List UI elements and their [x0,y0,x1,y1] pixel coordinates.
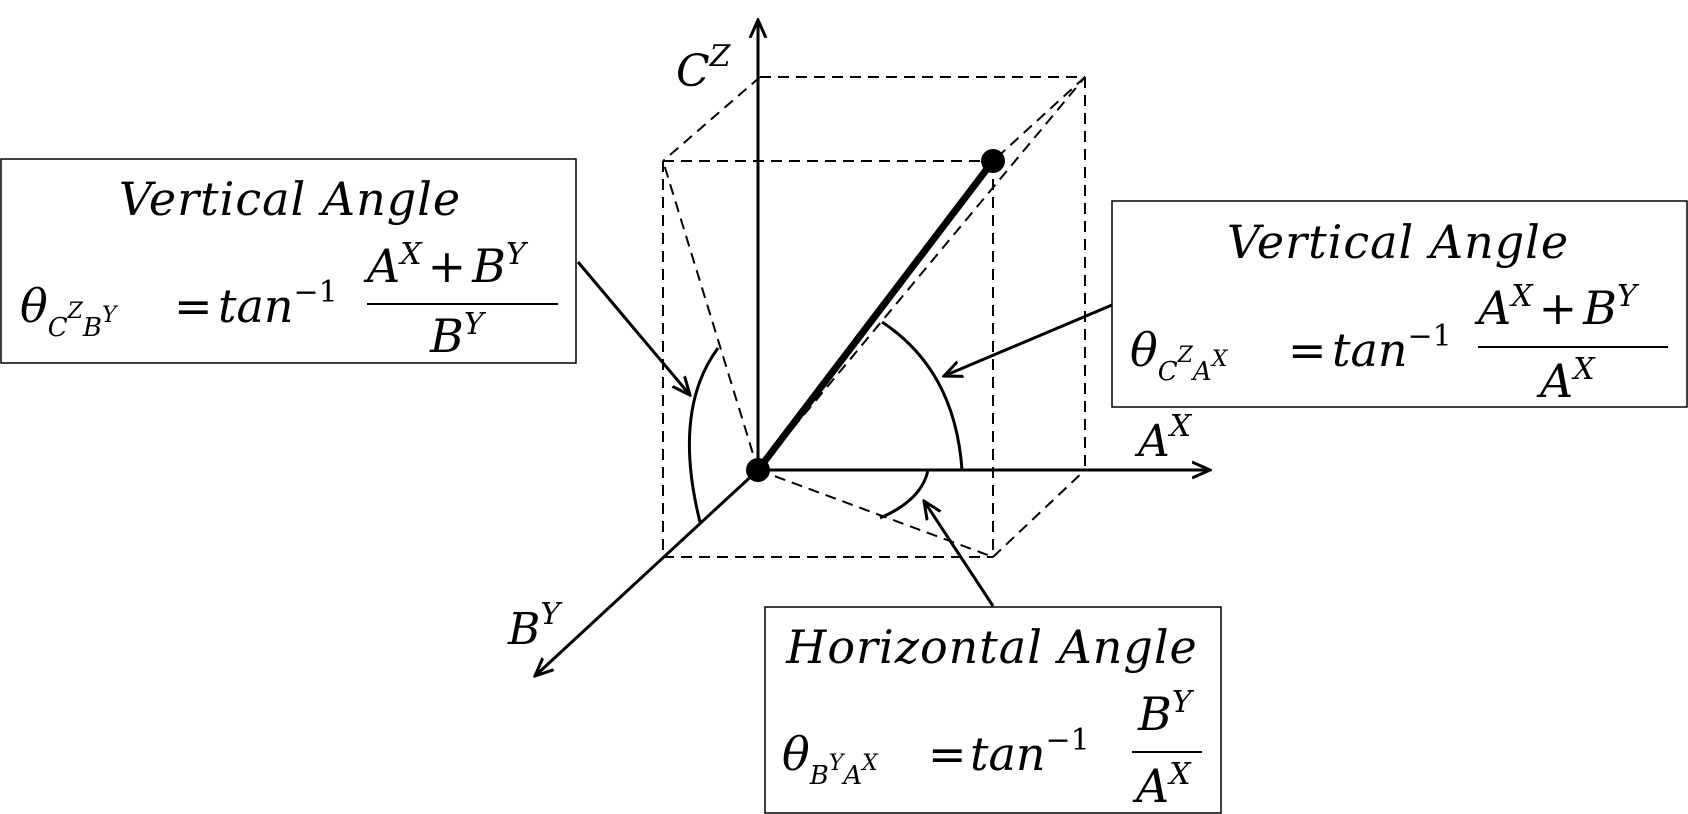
right-box-lhs: θCZAX [1130,323,1229,387]
right-box-numerator: AX+BY [1474,279,1640,335]
y-axis [535,468,760,676]
dashed-box [662,76,1086,558]
bottom-box-title: Horizontal Angle [785,620,1198,674]
right-box-equals: = [1288,323,1327,377]
origin-point [746,458,770,482]
bottom-box-equals: = [928,727,967,781]
right-box-title: Vertical Angle [1227,215,1569,269]
bottom-box-numerator: BY [1137,685,1195,741]
vector-endpoint [981,149,1005,173]
horizontal-angle-arc [879,469,930,520]
right-pointer-arrow [944,303,1113,376]
z-axis-label: CZ [676,39,732,97]
right-vertical-angle-box: Vertical Angle θCZAX = tan−1 AX+BY AX [1111,200,1688,408]
y-axis-label: BY [507,597,563,655]
bottom-box-tan: tan−1 [970,723,1090,781]
bottom-pointer-arrow [924,501,995,607]
left-box-numerator: AX+BY [363,237,529,293]
left-vertical-angle-arc [687,347,720,523]
left-box-denominator: BY [429,307,487,363]
bottom-box-denominator: AX [1132,757,1192,813]
x-axis-label: AX [1134,409,1193,467]
left-box-title: Vertical Angle [119,172,461,226]
left-box-lhs: θCZBY [20,279,119,343]
horizontal-angle-box: Horizontal Angle θBYAX = tan−1 BY AX [764,606,1222,814]
left-box-tan: tan−1 [218,275,338,333]
right-box-denominator: AX [1536,352,1596,408]
left-box-equals: = [174,279,213,333]
vector-line [755,158,996,473]
left-pointer-arrow [576,261,690,395]
left-vertical-angle-box: Vertical Angle θCZBY = tan−1 AX+BY BY [0,158,577,364]
right-box-tan: tan−1 [1332,319,1452,377]
right-vertical-angle-arc [881,320,964,471]
bottom-box-lhs: θBYAX [782,727,879,791]
